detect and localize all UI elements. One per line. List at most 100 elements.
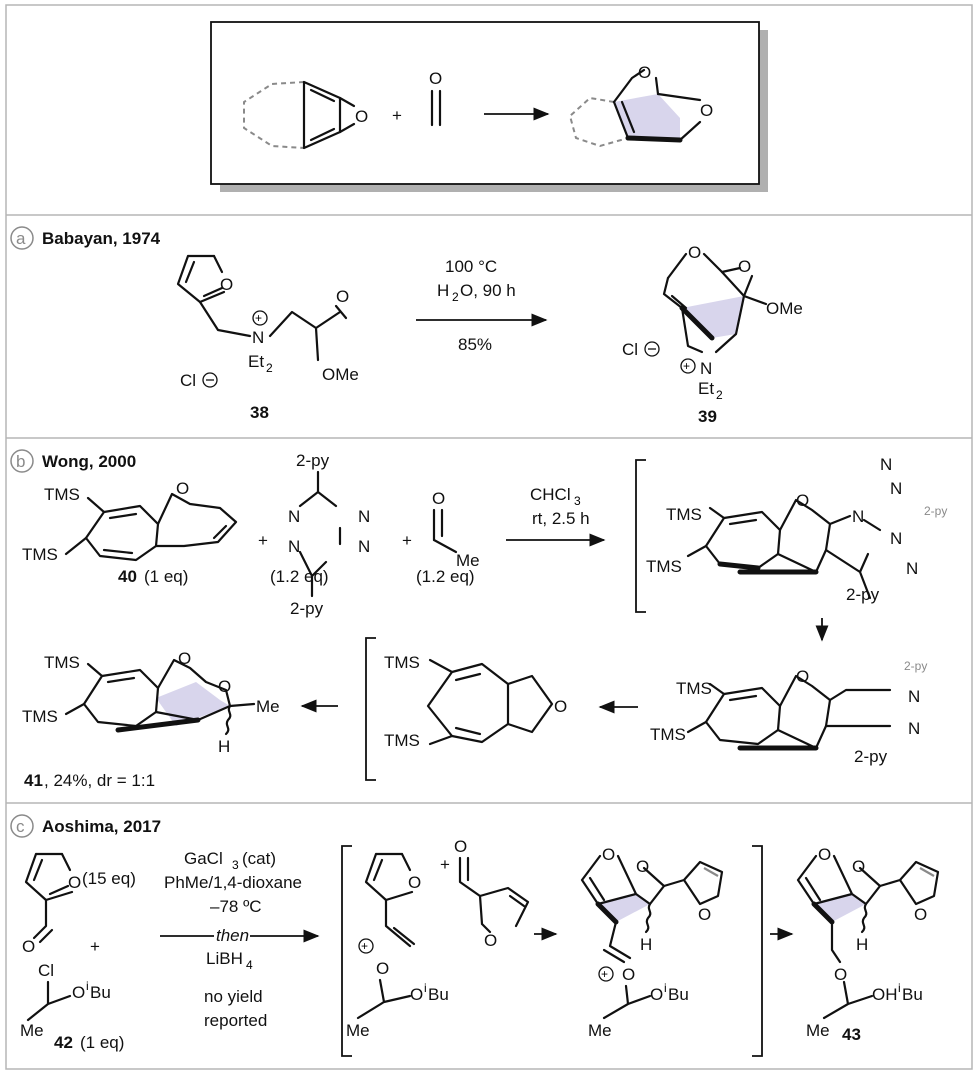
c38-n-charge (252, 310, 268, 326)
compound-38: O O OMe N + Et 2 Cl 38 (176, 254, 359, 422)
acetaldehyde-cme (432, 538, 458, 554)
c38-n-charge-plus: + (255, 311, 262, 325)
c38-furan-double-1 (184, 260, 196, 284)
c42-o-bu: Bu (90, 983, 111, 1002)
section-b: b Wong, 2000 O TMS TMS 40 (1 eq) + 2-py … (10, 449, 947, 790)
c39-alkene (662, 276, 684, 310)
c41-info: , 24%, dr = 1:1 (44, 771, 155, 790)
c39-ome-bond (742, 294, 768, 306)
ib3-benzene-double-2 (454, 726, 482, 736)
c39-n-charge-plus: + (683, 359, 690, 373)
c43-alkene-2 (804, 876, 822, 902)
intermediate-b2: O N N 2-py 2-py TMS TMS (650, 659, 927, 766)
c40-eq: (1 eq) (144, 567, 188, 586)
b-bracket-1-left (635, 459, 646, 613)
compound-39: O O OMe N + Et 2 Cl 39 (622, 243, 803, 426)
header-furan-o: O (355, 107, 368, 126)
tetrazine-n-3: N (358, 507, 370, 526)
f2-ring-o: O (484, 931, 497, 950)
c-cond-7: no yield (204, 987, 263, 1006)
section-c-letter: c (16, 817, 25, 836)
c41-h-wavy (224, 704, 232, 736)
c40-benzene-double-1 (108, 512, 138, 520)
ic1-furan-double (372, 858, 384, 882)
c43-furyl (878, 860, 940, 906)
ic1-o-plus: O (376, 959, 389, 978)
c-cond-6-sub: 4 (246, 958, 253, 972)
c39-lactol-ring (720, 266, 754, 298)
header-product-bridge-o: O (638, 63, 651, 82)
ib2-tms-2: TMS (650, 725, 686, 744)
ib2-n-2: N (908, 719, 920, 738)
furfural-ring-o: O (68, 873, 81, 892)
c39-label: 39 (698, 407, 717, 426)
ic2-ring-o: O (636, 857, 649, 876)
ic1-chain-double (392, 926, 416, 946)
c38-furan (176, 254, 226, 304)
c41-h: H (218, 737, 230, 756)
c41-tms-2: TMS (22, 707, 58, 726)
header-fused-ring-dashed (243, 81, 305, 149)
c-plus-2: + (440, 855, 450, 874)
furfural-eq: (15 eq) (82, 869, 136, 888)
ic2-chain (602, 920, 652, 1020)
b-cond-solvent: CHCl (530, 485, 571, 504)
intermediate-c1: O O + Me O i Bu (346, 852, 449, 1040)
ic2-bridge-o: O (602, 845, 615, 864)
header-box (210, 21, 760, 185)
a-cond-solvent: H (437, 281, 449, 300)
c42-o: O (72, 983, 85, 1002)
c38-furan-double-2 (202, 286, 224, 298)
header-furan-o-bond-2 (338, 122, 356, 134)
c40-tms-2: TMS (22, 545, 58, 564)
acetaldehyde-o: O (432, 489, 445, 508)
f2-ring-double (508, 894, 526, 908)
outer-frame (5, 4, 973, 1070)
c-cond-5: then (216, 926, 249, 945)
ic2-o-charge-plus: + (601, 967, 608, 981)
ic1-o-charge-plus: + (361, 939, 368, 953)
header-furan-double-2 (309, 127, 336, 142)
section-c-title: Aoshima, 2017 (42, 817, 161, 836)
a-cond-time: O, 90 h (460, 281, 516, 300)
compound-43: O O O H O Me OH i Bu 43 (796, 845, 940, 1044)
section-a: a Babayan, 1974 O O OMe N + Et 2 Cl 38 1… (10, 226, 803, 426)
c41-bold (115, 717, 201, 733)
ic2-bold (595, 901, 619, 925)
header-product-alkene-2 (620, 100, 636, 134)
c38-carbonyl-2 (334, 304, 348, 320)
header-product-alkene (612, 100, 630, 140)
ic2-h: H (640, 935, 652, 954)
b-cond-time: rt, 2.5 h (532, 509, 590, 528)
section-a-title: Babayan, 1974 (42, 229, 161, 248)
tetrazine-ring (298, 490, 342, 578)
c39-ring-o: O (738, 257, 751, 276)
ic1-chain (356, 898, 412, 1020)
ic1-o: O (410, 985, 423, 1004)
c-cond-2: (cat) (242, 849, 276, 868)
ib1-n-4: N (890, 479, 902, 498)
c42-o-i: i (86, 979, 89, 993)
section-c: c Aoshima, 2017 O O (15 eq) + Cl Me O i … (10, 814, 940, 1057)
ib2-benzene-double (728, 694, 758, 702)
b-cond-solvent-sub: 3 (574, 494, 581, 508)
c42-bonds (26, 980, 72, 1022)
c-cond-3: PhMe/1,4-dioxane (164, 873, 302, 892)
c39-pyrrolidine (680, 294, 746, 354)
c38-et: Et (248, 352, 264, 371)
section-a-badge (10, 226, 34, 250)
c41-me-bond (228, 702, 256, 708)
tetrazine-py-bottom: 2-py (290, 599, 324, 618)
ib3-tms-bonds (428, 658, 454, 746)
a-yield: 85% (458, 335, 492, 354)
tetrazine-n-4: N (358, 537, 370, 556)
tetrazine: 2-py N N N N (1.2 eq) 2-py (270, 451, 370, 618)
section-b-badge (10, 449, 34, 473)
c39-n-charge (680, 358, 696, 374)
compound-41: O O Me H TMS TMS 41 , 24%, dr = 1:1 (22, 649, 280, 790)
c40-benzene-double-2 (102, 548, 134, 555)
ib1-n-2: N (890, 529, 902, 548)
furfural-co-2 (38, 928, 54, 944)
furfural-double-1 (32, 858, 44, 882)
